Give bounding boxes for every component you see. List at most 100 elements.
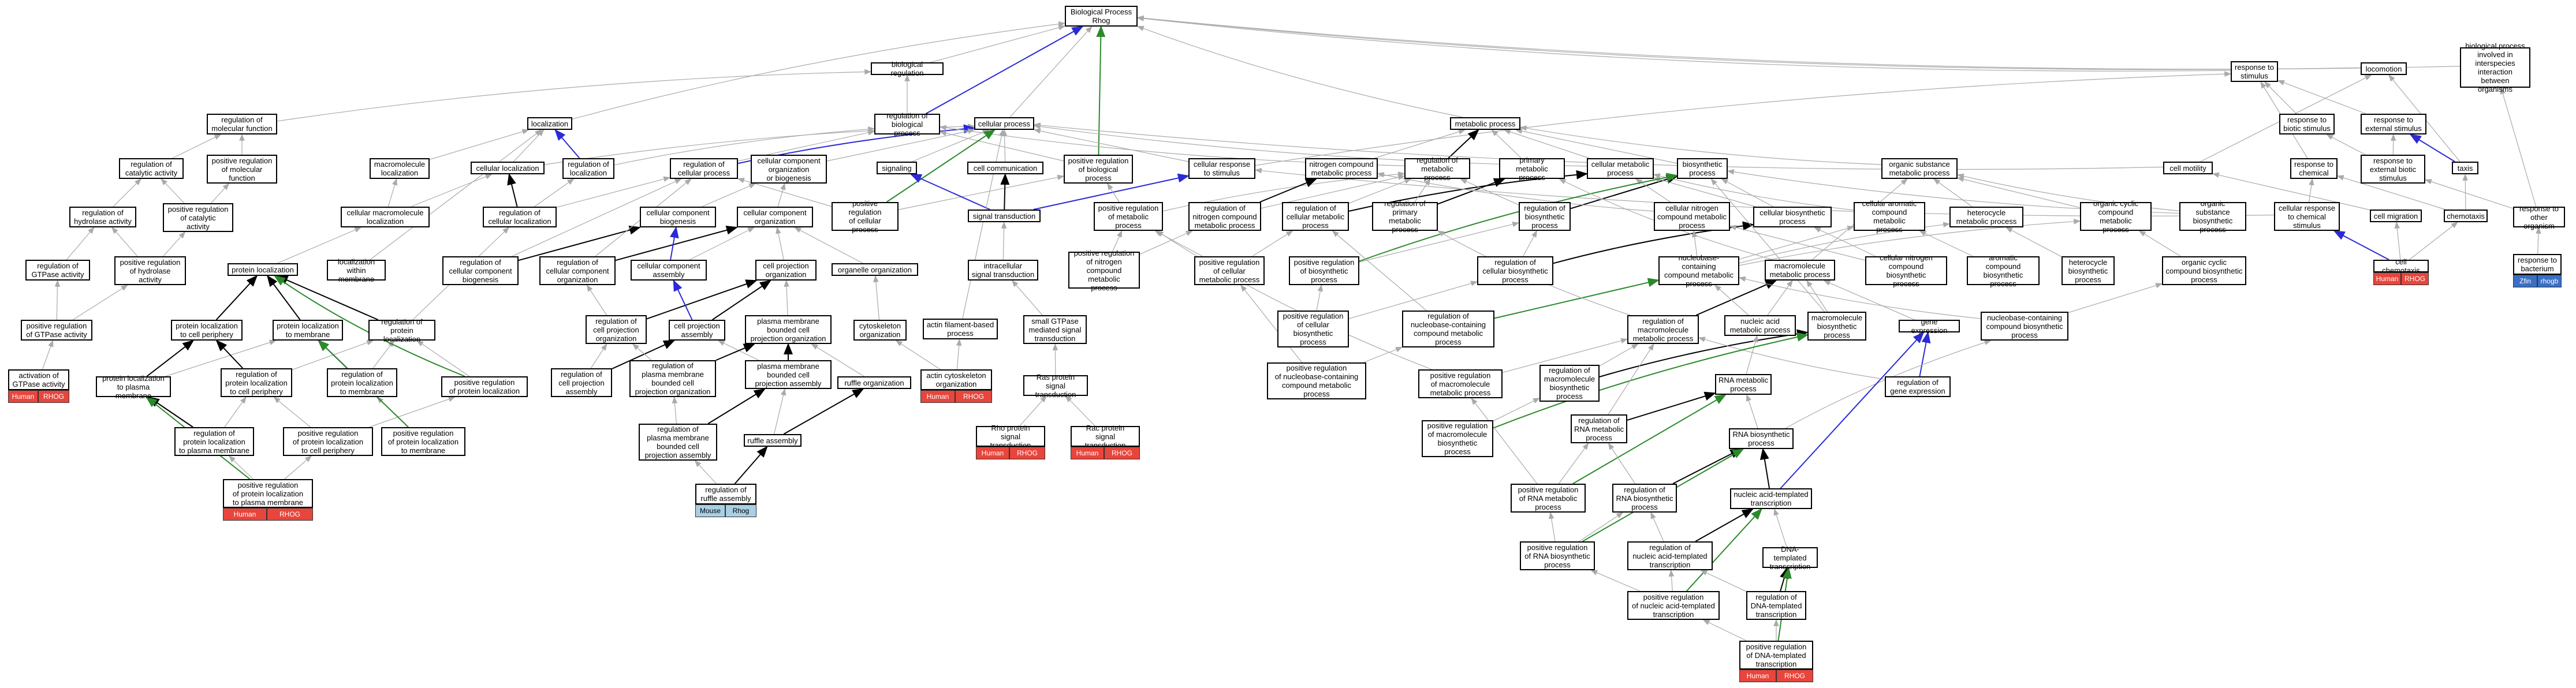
gene-badge[interactable]: rhogb bbox=[2537, 275, 2562, 287]
species-badge[interactable]: Human bbox=[223, 508, 267, 521]
node-ccorg2[interactable]: cellular component organization bbox=[737, 207, 813, 227]
node-regmf[interactable]: regulation of molecular function bbox=[207, 114, 277, 134]
node-rbiotic[interactable]: response to biotic stimulus bbox=[2279, 114, 2335, 134]
node-macromet[interactable]: macromolecule metabolic process bbox=[1765, 260, 1835, 281]
node-regnucleob[interactable]: regulation of nucleobase-containing comp… bbox=[1402, 311, 1494, 347]
node-cncompbio[interactable]: cellular nitrogen compound biosynthetic … bbox=[1865, 253, 1947, 288]
node-regnuctrans[interactable]: regulation of nucleic acid-templated tra… bbox=[1627, 541, 1713, 570]
node-actgtp[interactable]: activation of GTPase activity bbox=[8, 369, 69, 390]
node-regbp[interactable]: regulation of biological process bbox=[874, 111, 940, 137]
node-cellchemo[interactable]: cell chemotaxis bbox=[2373, 257, 2429, 275]
node-regrnamet[interactable]: regulation of RNA metabolic process bbox=[1571, 414, 1627, 443]
species-badge[interactable]: Mouse bbox=[695, 504, 725, 517]
node-ruffleorg[interactable]: ruffle organization bbox=[837, 376, 911, 389]
node-posregrnabio[interactable]: positive regulation of RNA biosynthetic … bbox=[1520, 541, 1595, 570]
node-posregncomp[interactable]: positive regulation of nitrogen compound… bbox=[1068, 249, 1140, 292]
node-rnamet[interactable]: RNA metabolic process bbox=[1715, 374, 1772, 395]
node-posregbp[interactable]: positive regulation of biological proces… bbox=[1064, 155, 1133, 184]
gene-badge[interactable]: RHOG bbox=[955, 390, 992, 403]
gene-badge[interactable]: RHOG bbox=[2401, 272, 2429, 285]
species-badge[interactable]: Human bbox=[1071, 447, 1104, 459]
node-primmet[interactable]: primary metabolic process bbox=[1499, 156, 1565, 182]
node-nuctrans[interactable]: nucleic acid-templated transcription bbox=[1730, 488, 1812, 509]
node-pmbcpassem[interactable]: plasma membrane bounded cell projection … bbox=[745, 360, 832, 389]
node-cytoskel[interactable]: cytoskeleton organization bbox=[853, 320, 907, 341]
node-ruffleassem[interactable]: ruffle assembly bbox=[744, 434, 801, 447]
node-organelle[interactable]: organelle organization bbox=[832, 263, 918, 276]
node-protlocmem[interactable]: protein localization to membrane bbox=[273, 320, 343, 341]
node-ccorg[interactable]: cellular component organization or bioge… bbox=[751, 155, 827, 184]
node-posreghyd[interactable]: positive regulation of hydrolase activit… bbox=[114, 256, 186, 285]
node-breg[interactable]: biological regulation bbox=[871, 60, 944, 77]
node-posreggtp[interactable]: positive regulation of GTPase activity bbox=[21, 320, 92, 341]
node-posregprotlocpm[interactable]: positive regulation of protein localizat… bbox=[283, 427, 373, 456]
node-regprotloccell[interactable]: regulation of protein localization to ce… bbox=[221, 368, 292, 397]
node-bp[interactable]: Biological Process Rhog bbox=[1065, 6, 1138, 27]
node-posregbiosyn[interactable]: positive regulation of biosynthetic proc… bbox=[1289, 256, 1359, 285]
node-actcyto[interactable]: actin cytoskeleton organization bbox=[920, 369, 992, 390]
gene-badge[interactable]: RHOG bbox=[1009, 447, 1045, 459]
node-dnatrans[interactable]: DNA-templated transcription bbox=[1762, 545, 1818, 571]
node-cprojassem[interactable]: cell projection assembly bbox=[669, 320, 725, 341]
node-orgcycbio[interactable]: organic cyclic compound biosynthetic pro… bbox=[2162, 256, 2246, 285]
node-chemotaxis[interactable]: chemotaxis bbox=[2444, 210, 2488, 222]
node-actinbased[interactable]: actin filament-based process bbox=[923, 319, 998, 339]
node-cresp[interactable]: cellular response to stimulus bbox=[1188, 158, 1255, 179]
node-posregnuctrans[interactable]: positive regulation of nucleic acid-temp… bbox=[1627, 591, 1720, 620]
node-rnabio[interactable]: RNA biosynthetic process bbox=[1729, 428, 1794, 449]
node-taxis[interactable]: taxis bbox=[2452, 162, 2478, 174]
node-regcproj[interactable]: regulation of cell projection organizati… bbox=[586, 315, 647, 344]
node-cprojorg[interactable]: cell projection organization bbox=[755, 260, 817, 281]
node-regpmbcpassem[interactable]: regulation of plasma membrane bounded ce… bbox=[639, 424, 717, 461]
node-nucacid[interactable]: nucleic acid metabolic process bbox=[1724, 315, 1796, 336]
node-regprotloc[interactable]: regulation of protein localization bbox=[368, 317, 435, 343]
node-bpinter[interactable]: biological process involved in interspec… bbox=[2460, 42, 2530, 94]
node-regcprojassem[interactable]: regulation of cell projection assembly bbox=[551, 368, 612, 397]
node-rbact[interactable]: response to bacterium bbox=[2513, 254, 2562, 275]
node-posregnucleob[interactable]: positive regulation of nucleobase-contai… bbox=[1267, 362, 1366, 399]
node-regcellmet[interactable]: regulation of cellular metabolic process bbox=[1282, 202, 1349, 231]
node-rext[interactable]: response to external stimulus bbox=[2361, 114, 2426, 134]
node-racprot[interactable]: Rac protein signal transduction bbox=[1071, 424, 1140, 450]
node-regmacrobio[interactable]: regulation of macromolecule biosynthetic… bbox=[1539, 365, 1600, 402]
node-regcatal[interactable]: regulation of catalytic activity bbox=[119, 158, 184, 179]
gene-badge[interactable]: RHOG bbox=[38, 390, 69, 403]
gene-badge[interactable]: Rhog bbox=[725, 504, 756, 517]
node-orgsubbio[interactable]: organic substance biosynthetic process bbox=[2179, 199, 2246, 234]
node-rstim[interactable]: response to stimulus bbox=[2231, 61, 2278, 82]
species-badge[interactable]: Human bbox=[920, 390, 955, 403]
node-ccbiog[interactable]: cellular component biogenesis bbox=[640, 207, 716, 227]
node-reggtp[interactable]: regulation of GTPase activity bbox=[25, 260, 90, 281]
node-posregprotloc[interactable]: positive regulation of protein localizat… bbox=[441, 376, 528, 397]
node-regcbiosyn[interactable]: regulation of cellular biosynthetic proc… bbox=[1477, 256, 1553, 285]
node-ncomp[interactable]: nitrogen compound metabolic process bbox=[1305, 158, 1378, 179]
node-posregprotlocmem[interactable]: positive regulation of protein localizat… bbox=[381, 427, 465, 456]
node-regbiosyn[interactable]: regulation of biosynthetic process bbox=[1519, 202, 1571, 231]
node-geneexp[interactable]: gene expression bbox=[1899, 317, 1960, 335]
node-protloccell[interactable]: protein localization to cell periphery bbox=[171, 320, 243, 341]
node-cellcomm[interactable]: cell communication bbox=[967, 162, 1043, 174]
gene-badge[interactable]: RHOG bbox=[1104, 447, 1140, 459]
node-regcp[interactable]: regulation of cellular process bbox=[670, 158, 738, 179]
node-macroloc[interactable]: macromolecule localization bbox=[370, 158, 430, 179]
gene-badge[interactable]: RHOG bbox=[1776, 670, 1813, 682]
node-ccassem[interactable]: cellular component assembly bbox=[631, 260, 707, 281]
node-posregmet[interactable]: positive regulation of metabolic process bbox=[1094, 202, 1163, 231]
node-signaling[interactable]: signaling bbox=[877, 162, 917, 174]
node-rchem[interactable]: response to chemical bbox=[2290, 158, 2338, 179]
node-regncomp[interactable]: regulation of nitrogen compound metaboli… bbox=[1188, 202, 1261, 231]
node-nucleobbio[interactable]: nucleobase-containing compound biosynthe… bbox=[1981, 312, 2068, 341]
node-regpmbcp[interactable]: regulation of plasma membrane bounded ce… bbox=[629, 360, 716, 397]
node-rextbio[interactable]: response to external biotic stimulus bbox=[2361, 155, 2425, 184]
species-badge[interactable]: Human bbox=[8, 390, 38, 403]
node-protlocpm[interactable]: protein localization to plasma membrane bbox=[96, 374, 171, 400]
node-posregprotlocpm2[interactable]: positive regulation of protein localizat… bbox=[223, 479, 313, 508]
node-hetero[interactable]: heterocycle metabolic process bbox=[1949, 207, 2023, 227]
species-badge[interactable]: Human bbox=[2373, 272, 2401, 285]
node-regloc[interactable]: regulation of localization bbox=[562, 158, 614, 179]
node-posregcbio[interactable]: positive regulation of cellular biosynth… bbox=[1277, 311, 1349, 347]
node-posregrnamet[interactable]: positive regulation of RNA metabolic pro… bbox=[1511, 484, 1586, 513]
node-rotherorg[interactable]: response to other organism bbox=[2513, 204, 2565, 230]
node-sigtrans[interactable]: signal transduction bbox=[968, 210, 1041, 222]
node-cncomp[interactable]: cellular nitrogen compound metabolic pro… bbox=[1654, 202, 1730, 231]
